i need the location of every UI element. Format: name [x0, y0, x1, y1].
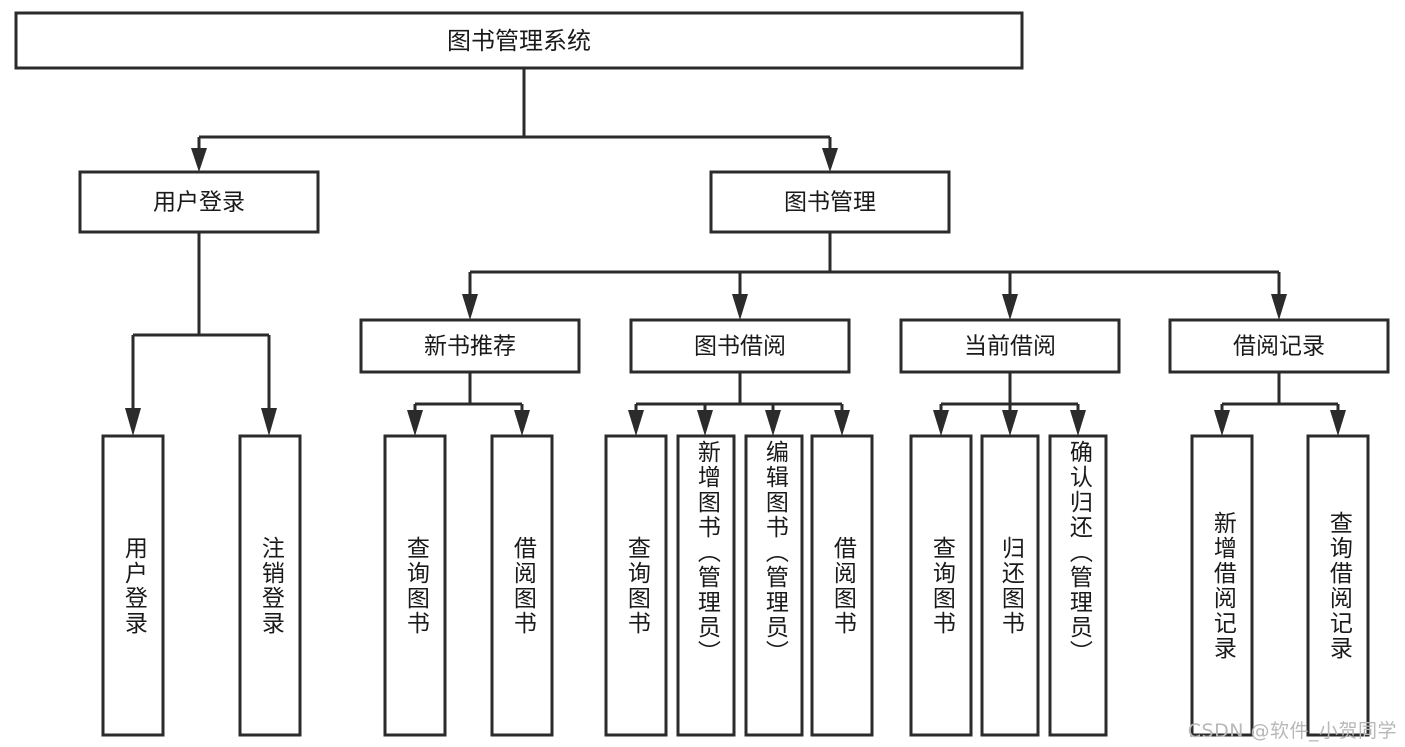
- arrowhead-leaf-user-login: [125, 408, 141, 436]
- arrowhead-new-book-recommend: [462, 294, 478, 320]
- leaf-box-bb-query[interactable]: [604, 434, 668, 737]
- connector-root-to-level2: [191, 68, 838, 172]
- node-root-label: 图书管理系统: [447, 27, 591, 55]
- node-new-book-recommend-label: 新书推荐: [424, 334, 516, 360]
- node-borrow-record-box[interactable]: [1168, 318, 1390, 374]
- node-current-borrow-label: 当前借阅: [964, 334, 1056, 360]
- leaf-box-logout[interactable]: [238, 434, 302, 737]
- leaf-box-cb-query[interactable]: [909, 434, 973, 737]
- node-current-borrow[interactable]: 当前借阅: [899, 318, 1121, 374]
- node-borrow-record[interactable]: 借阅记录: [1168, 318, 1390, 374]
- arrowhead-current-borrow: [1002, 294, 1018, 320]
- leaf-box-cb-return[interactable]: [980, 434, 1040, 737]
- node-book-manage[interactable]: 图书管理: [709, 170, 951, 234]
- node-book-borrow[interactable]: 图书借阅: [629, 318, 851, 374]
- connector-book-borrow-to-leaves: [628, 372, 850, 436]
- leaf-box-user-login[interactable]: [101, 434, 165, 737]
- leaf-box-cb-confirm[interactable]: [1048, 434, 1108, 737]
- arrowhead-bb-leaf-2: [697, 410, 713, 436]
- arrowhead-nbr-leaf-1: [407, 410, 423, 436]
- node-book-borrow-label: 图书借阅: [694, 334, 786, 360]
- arrowhead-leaf-logout: [261, 408, 277, 436]
- arrowhead-bb-leaf-4: [834, 410, 850, 436]
- arrowhead-bb-leaf-1: [628, 410, 644, 436]
- node-book-manage-label: 图书管理: [784, 190, 876, 216]
- node-user-login-label: 用户登录: [153, 190, 245, 216]
- leaf-box-nbr-borrow[interactable]: [490, 434, 554, 737]
- leaf-box-bb-borrow[interactable]: [810, 434, 874, 737]
- arrowhead-cb-leaf-2: [1002, 410, 1018, 436]
- node-book-borrow-box[interactable]: [629, 318, 851, 374]
- arrowhead-br-leaf-2: [1330, 410, 1346, 436]
- leaf-box-br-add[interactable]: [1190, 434, 1254, 737]
- leaf-box-nbr-query[interactable]: [383, 434, 447, 737]
- arrowhead-bb-leaf-3: [765, 410, 781, 436]
- arrowhead-book-manage: [822, 148, 838, 172]
- connector-user-login-to-leaves: [125, 232, 277, 436]
- arrowhead-book-borrow: [732, 294, 748, 320]
- node-root[interactable]: 图书管理系统: [14, 11, 1024, 70]
- node-current-borrow-box[interactable]: [899, 318, 1121, 374]
- arrowhead-nbr-leaf-2: [514, 410, 530, 436]
- arrowhead-cb-leaf-1: [933, 410, 949, 436]
- node-new-book-recommend[interactable]: 新书推荐: [359, 318, 581, 374]
- node-borrow-record-label: 借阅记录: [1233, 334, 1325, 360]
- connector-new-book-recommend-to-leaves: [407, 372, 530, 436]
- leaf-box-br-query[interactable]: [1306, 434, 1370, 737]
- connector-book-manage-to-level3: [462, 232, 1287, 320]
- arrowhead-borrow-record: [1271, 294, 1287, 320]
- connector-current-borrow-to-leaves: [933, 372, 1086, 436]
- arrowhead-cb-leaf-3: [1070, 410, 1086, 436]
- leaf-box-bb-edit[interactable]: [744, 434, 804, 737]
- node-book-manage-box[interactable]: [709, 170, 951, 234]
- arrowhead-br-leaf-1: [1214, 410, 1230, 436]
- node-new-book-recommend-box[interactable]: [359, 318, 581, 374]
- arrowhead-user-login: [191, 148, 207, 172]
- node-root-box[interactable]: [14, 11, 1024, 70]
- connector-borrow-record-to-leaves: [1214, 372, 1346, 436]
- node-user-login[interactable]: 用户登录: [78, 170, 320, 234]
- leaf-box-bb-add[interactable]: [676, 434, 736, 737]
- watermark-text: CSDN @软件_小贺同学: [1187, 720, 1397, 742]
